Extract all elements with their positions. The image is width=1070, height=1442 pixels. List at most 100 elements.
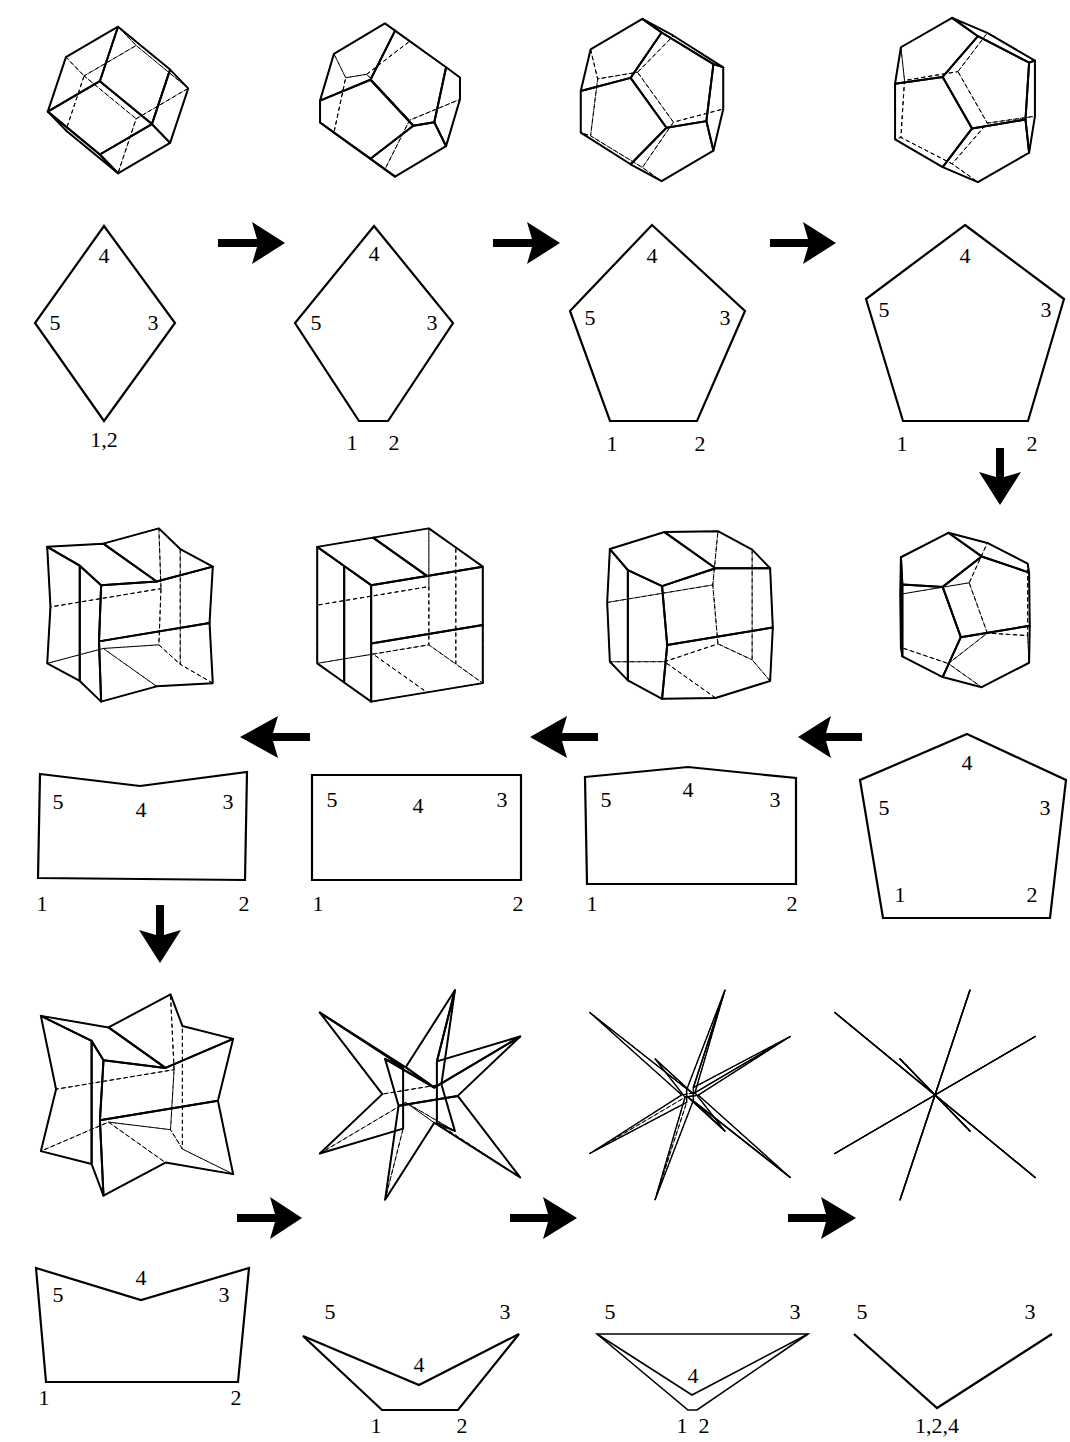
polyhedron: [895, 18, 1035, 182]
vertex-number: 5: [857, 1301, 868, 1323]
visible-face: [664, 531, 770, 568]
visible-face: [628, 570, 667, 699]
face-outline: [597, 1334, 808, 1410]
visible-face: [317, 538, 427, 586]
visible-face: [948, 533, 1029, 573]
hidden-face: [317, 587, 429, 664]
hidden-face: [948, 633, 1029, 687]
vertex-number: 2: [231, 1387, 242, 1409]
vertex-number: 3: [1025, 1301, 1036, 1323]
vertex-number: 1: [607, 433, 618, 455]
vertex-number: 4: [962, 752, 973, 774]
vertex-number: 3: [223, 791, 234, 813]
hidden-face: [171, 994, 183, 1149]
visible-face: [935, 990, 1035, 1095]
vertex-number: 1: [677, 1415, 688, 1437]
face-outline: [38, 772, 247, 880]
visible-face: [706, 64, 723, 150]
hidden-face: [895, 47, 904, 139]
visible-face: [943, 36, 1029, 128]
polyhedron: [900, 533, 1029, 687]
vertex-number: 5: [53, 791, 64, 813]
hidden-face: [47, 648, 156, 701]
vertex-number: 1,2: [90, 429, 118, 451]
vertex-number: 1: [371, 1415, 382, 1437]
vertex-number: 2: [239, 893, 250, 915]
vertex-number: 3: [1041, 299, 1052, 321]
arrow: [979, 448, 1021, 505]
visible-face: [655, 1037, 790, 1098]
arrow: [493, 222, 560, 264]
vertex-number: 1: [313, 893, 324, 915]
hidden-face: [320, 54, 346, 133]
arrows: [139, 222, 1021, 1239]
vertex-number: 1: [37, 893, 48, 915]
vertex-number: 3: [720, 307, 731, 329]
vertex-number: 1: [39, 1387, 50, 1409]
vertex-number: 2: [457, 1415, 468, 1437]
hidden-face: [367, 41, 460, 120]
hidden-face: [429, 528, 456, 664]
visible-face: [406, 990, 520, 1087]
visible-face: [99, 567, 213, 642]
vertex-number: 1,2,4: [915, 1415, 959, 1437]
polyhedron: [320, 990, 520, 1200]
visible-face: [109, 994, 234, 1067]
visible-face: [935, 1095, 1035, 1177]
hidden-face: [47, 528, 161, 607]
polyhedra: [41, 18, 1035, 1200]
visible-face: [371, 567, 483, 644]
vertex-number: 3: [500, 1301, 511, 1323]
polyhedron: [581, 19, 723, 181]
polyhedron: [607, 531, 773, 699]
visible-face: [581, 78, 667, 164]
visible-face: [92, 1041, 104, 1196]
visible-face: [344, 566, 371, 702]
hidden-face: [159, 528, 180, 664]
vertex-number: 5: [50, 312, 61, 334]
vertex-number: 2: [1027, 433, 1038, 455]
vertex-number: 2: [787, 893, 798, 915]
face-outline: [35, 226, 175, 421]
visible-face: [835, 1095, 970, 1153]
vertex-number: 3: [148, 312, 159, 334]
visible-face: [655, 1095, 790, 1200]
vertex-number: 5: [601, 789, 612, 811]
arrow: [218, 222, 285, 264]
polyhedron: [320, 23, 460, 176]
hidden-face: [895, 137, 978, 182]
visible-face: [895, 18, 978, 84]
polyhedron: [835, 990, 1035, 1200]
vertex-number: 4: [414, 1354, 425, 1376]
vertex-number: 4: [960, 245, 971, 267]
hidden-face: [317, 528, 429, 605]
vertex-number: 1: [895, 884, 906, 906]
polyhedron: [48, 27, 188, 174]
visible-face: [901, 533, 982, 587]
vertex-number: 1: [897, 433, 908, 455]
hidden-face: [590, 1093, 725, 1154]
vertex-number: 4: [369, 243, 380, 265]
hidden-face: [320, 1084, 455, 1153]
face-outline: [860, 734, 1066, 918]
polyhedron: [590, 990, 790, 1200]
polyhedron: [317, 528, 483, 701]
arrow: [139, 905, 181, 963]
hidden-face: [713, 531, 752, 660]
vertex-number: 4: [136, 1267, 147, 1289]
vertex-number: 5: [327, 789, 338, 811]
visible-face: [100, 1039, 233, 1120]
face-outline: [866, 225, 1064, 421]
vertex-number: 5: [325, 1301, 336, 1323]
arrow: [798, 716, 862, 758]
face-outline: [303, 1334, 519, 1410]
vertex-number: 4: [99, 245, 110, 267]
visible-face: [900, 557, 902, 656]
visible-face: [48, 27, 118, 112]
vertex-number: 4: [647, 245, 658, 267]
hidden-face: [320, 990, 455, 1094]
hidden-face: [901, 647, 982, 687]
visible-face: [693, 990, 725, 1131]
face-outline: [597, 1334, 808, 1395]
vertex-number: 4: [136, 799, 147, 821]
